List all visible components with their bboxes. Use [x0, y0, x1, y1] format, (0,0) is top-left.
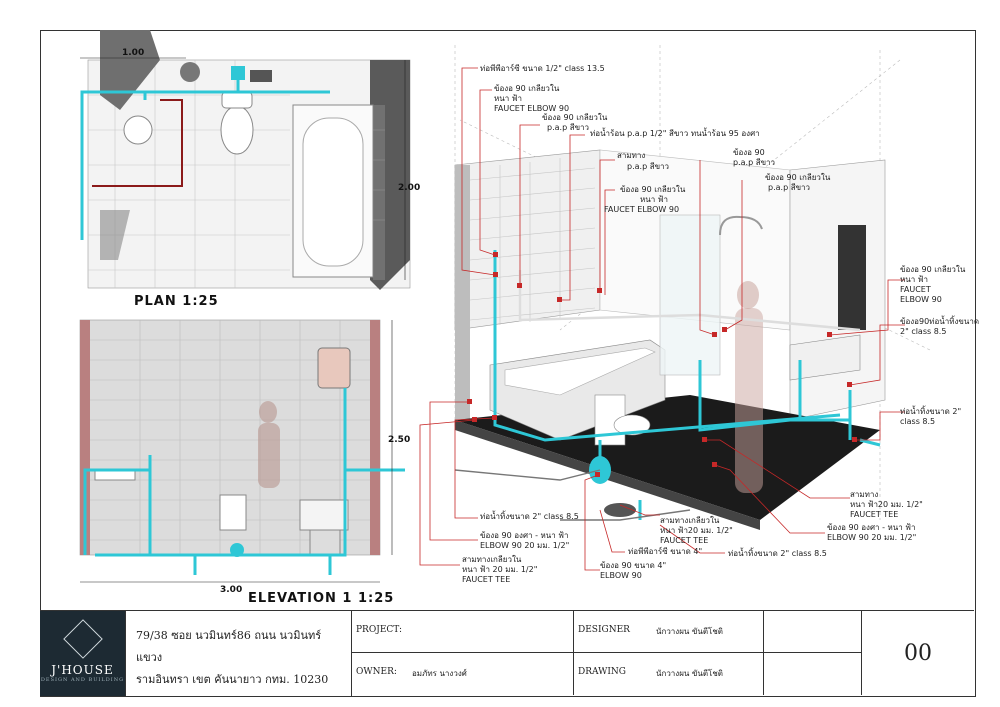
callout-14: ข้องอ 90 เกลียวใน [620, 185, 686, 194]
callout-labels: ท่อพีพีอาร์ซี ขนาด 1/2" class 13.5 ข้องอ… [462, 63, 979, 584]
callout-26: หนา ฟ้า20 มม. 1/2" [850, 500, 923, 509]
project-row: PROJECT: [352, 611, 574, 653]
brand-logo: J'HOUSE DESIGN AND BUILDING [40, 611, 126, 696]
callout-40: ท่อพีพีอาร์ซี ขนาด 4" [628, 546, 702, 556]
logo-diamond-icon [62, 618, 103, 659]
isometric-view [419, 45, 931, 571]
callout-11: p.a.p สีขาว [733, 158, 775, 167]
callout-12: ข้องอ 90 เกลียวใน [765, 173, 831, 182]
callout-22: 2" class 8.5 [900, 327, 946, 336]
elevation-title: ELEVATION 1 1:25 [248, 591, 394, 606]
callout-20: ELBOW 90 [900, 295, 942, 304]
elev-dim-width: 3.00 [220, 585, 242, 595]
plan-title: PLAN 1:25 [134, 294, 219, 309]
drawing-value: นักวางผน ขันตีโชติ [656, 669, 723, 678]
drawing-row: DRAWING นักวางผน ขันตีโชติ [574, 653, 764, 695]
callout-2: ข้องอ 90 เกลียวใน [494, 84, 560, 93]
callout-25: สามทาง [850, 490, 878, 499]
mirror [838, 225, 866, 330]
drawing-area: 1.00 2.00 PLAN 1:25 [79, 30, 979, 606]
title-block: J'HOUSE DESIGN AND BUILDING 79/38 ซอย นว… [40, 610, 974, 696]
callout-1: ท่อพีพีอาร์ซี ขนาด 1/2" class 13.5 [480, 63, 605, 73]
callout-7: ท่อน้ำร้อน p.a.p 1/2" สีขาว ทนน้ำร้อน 95… [590, 127, 760, 138]
callout-8: สามทาง [617, 151, 645, 160]
callout-35: หนา ฟ้า 20 มม. 1/2" [462, 565, 537, 574]
callout-42: ELBOW 90 [600, 571, 642, 580]
address: 79/38 ซอย นวมินทร์86 ถนน นวมินทร์ แขวง ร… [126, 611, 352, 696]
callout-10: ข้องอ 90 [733, 148, 765, 157]
shower-head [719, 215, 763, 236]
callout-17: ข้องอ 90 เกลียวใน [900, 265, 966, 274]
callout-34: สามทางเกลียวใน [462, 555, 522, 564]
water-heater [317, 347, 351, 389]
callout-18: หนา ฟ้า [900, 275, 928, 284]
plan-view: 1.00 2.00 PLAN 1:25 [80, 30, 420, 309]
callout-27: FAUCET TEE [850, 510, 898, 519]
callout-16: FAUCET ELBOW 90 [604, 205, 679, 214]
callout-39: FAUCET TEE [660, 536, 708, 545]
plan-dim-width: 1.00 [122, 48, 144, 58]
callout-23: ท่อน้ำทิ้งขนาด 2" [900, 405, 961, 416]
blank-cell-bottom [764, 653, 862, 695]
plan-wall [100, 30, 160, 110]
project-label: PROJECT: [356, 625, 402, 635]
brand-name: J'HOUSE [51, 662, 114, 677]
blank-cell-top [764, 611, 862, 653]
designer-value: นักวางผน ขันตีโชติ [656, 627, 723, 636]
callout-9: p.a.p สีขาว [627, 162, 669, 171]
callout-4: FAUCET ELBOW 90 [494, 104, 569, 113]
designer-row: DESIGNER นักวางผน ขันตีโชติ [574, 611, 764, 653]
address-line-2: รามอินทรา เขต คันนายาว กทม. 10230 [136, 673, 329, 686]
owner-label: OWNER: [356, 667, 397, 677]
designer-label: DESIGNER [578, 625, 630, 635]
sink [123, 115, 153, 145]
callout-24: class 8.5 [900, 417, 935, 426]
callout-32: ข้องอ 90 องศา - หนา ฟ้า [480, 531, 568, 540]
address-line-1: 79/38 ซอย นวมินทร์86 ถนน นวมินทร์ แขวง [136, 629, 322, 664]
callout-3: หนา ฟ้า [494, 94, 522, 103]
callout-29: ELBOW 90 20 มม. 1/2" [827, 533, 916, 542]
callout-5: ข้องอ 90 เกลียวใน [542, 113, 608, 122]
drawing-label: DRAWING [578, 667, 626, 677]
callout-37: สามทางเกลียวใน [660, 516, 720, 525]
callout-13: p.a.p สีขาว [768, 183, 810, 192]
callout-41: ข้องอ 90 ขนาด 4" [600, 561, 666, 570]
callout-38: หนา ฟ้า20 มม. 1/2" [660, 526, 733, 535]
callout-21: ข้องอ90ท่อน้ำทิ้งขนาด [900, 315, 979, 326]
callout-28: ข้องอ 90 องศา - หนา ฟ้า [827, 523, 915, 532]
toilet [220, 105, 254, 155]
callout-36: FAUCET TEE [462, 575, 510, 584]
owner-value: อมภัทร นางวงศ์ [412, 669, 467, 678]
callout-6: p.a.p สีขาว [547, 123, 589, 132]
owner-row: OWNER: อมภัทร นางวงศ์ [352, 653, 574, 695]
plan-dim-height: 2.00 [398, 183, 420, 193]
callout-31: ท่อน้ำทิ้งขนาด 2" class 8.5 [480, 510, 579, 521]
callout-33: ELBOW 90 20 มม. 1/2" [480, 541, 569, 550]
brand-tagline: DESIGN AND BUILDING [40, 676, 125, 683]
elevation-view: 2.50 3.00 ELEVATION 1 1:25 [79, 319, 410, 606]
sheet-number: 00 [904, 641, 932, 666]
callout-15: หนา ฟ้า [640, 195, 668, 204]
callout-19: FAUCET [900, 285, 931, 294]
elev-dim-height: 2.50 [388, 435, 410, 445]
callout-30: ท่อน้ำทิ้งขนาด 2" class 8.5 [728, 547, 827, 558]
